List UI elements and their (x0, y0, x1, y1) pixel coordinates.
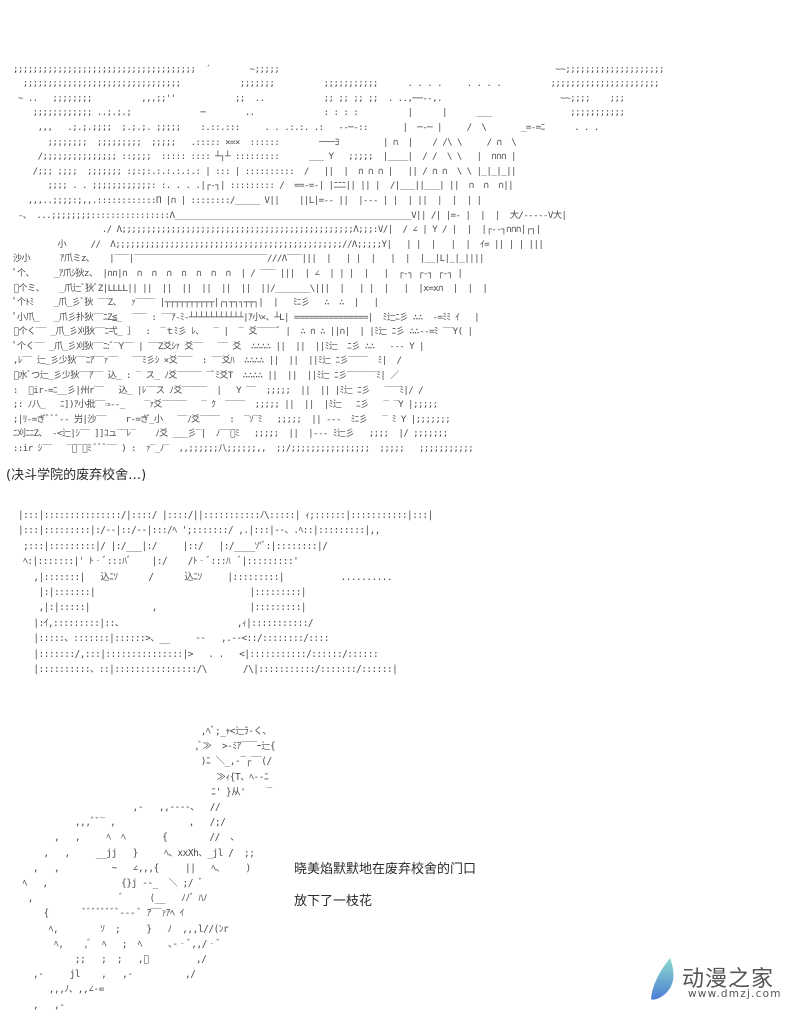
narration-caption-line-2: 放下了一枝花 (294, 894, 373, 909)
flower-offering-ascii-art: ,ﾍﾞ;_ｬ<辷ﾗ‐く、 ,ﾞ≫ >‐ﾐｱ‾‾‾ｰ辷{ )ﾆ ＼_,‐‾┌‾‾(… (22, 726, 276, 1011)
dmzj-watermark: 动漫之家 www.dmzj.com (640, 955, 795, 1005)
brand-name: 动漫之家 (682, 967, 775, 992)
narration-caption-line-1: 晓美焰默默地在废弃校舍的门口 (294, 862, 477, 877)
homura-face-ascii-art: |:::|:::::::::::::::/|::::/ |::::/||::::… (18, 510, 433, 676)
brand-url: www.dmzj.com (688, 988, 782, 1000)
droplet-leaf-icon (651, 958, 674, 1000)
abandoned-school-building-ascii-art: ;;;;;;;;;;;;;;;;;;;;;;;;;;;;;;;;;;;;; ´ … (8, 63, 664, 455)
scene-label-caption: (决斗学院的废弃校舍…) (6, 468, 147, 483)
